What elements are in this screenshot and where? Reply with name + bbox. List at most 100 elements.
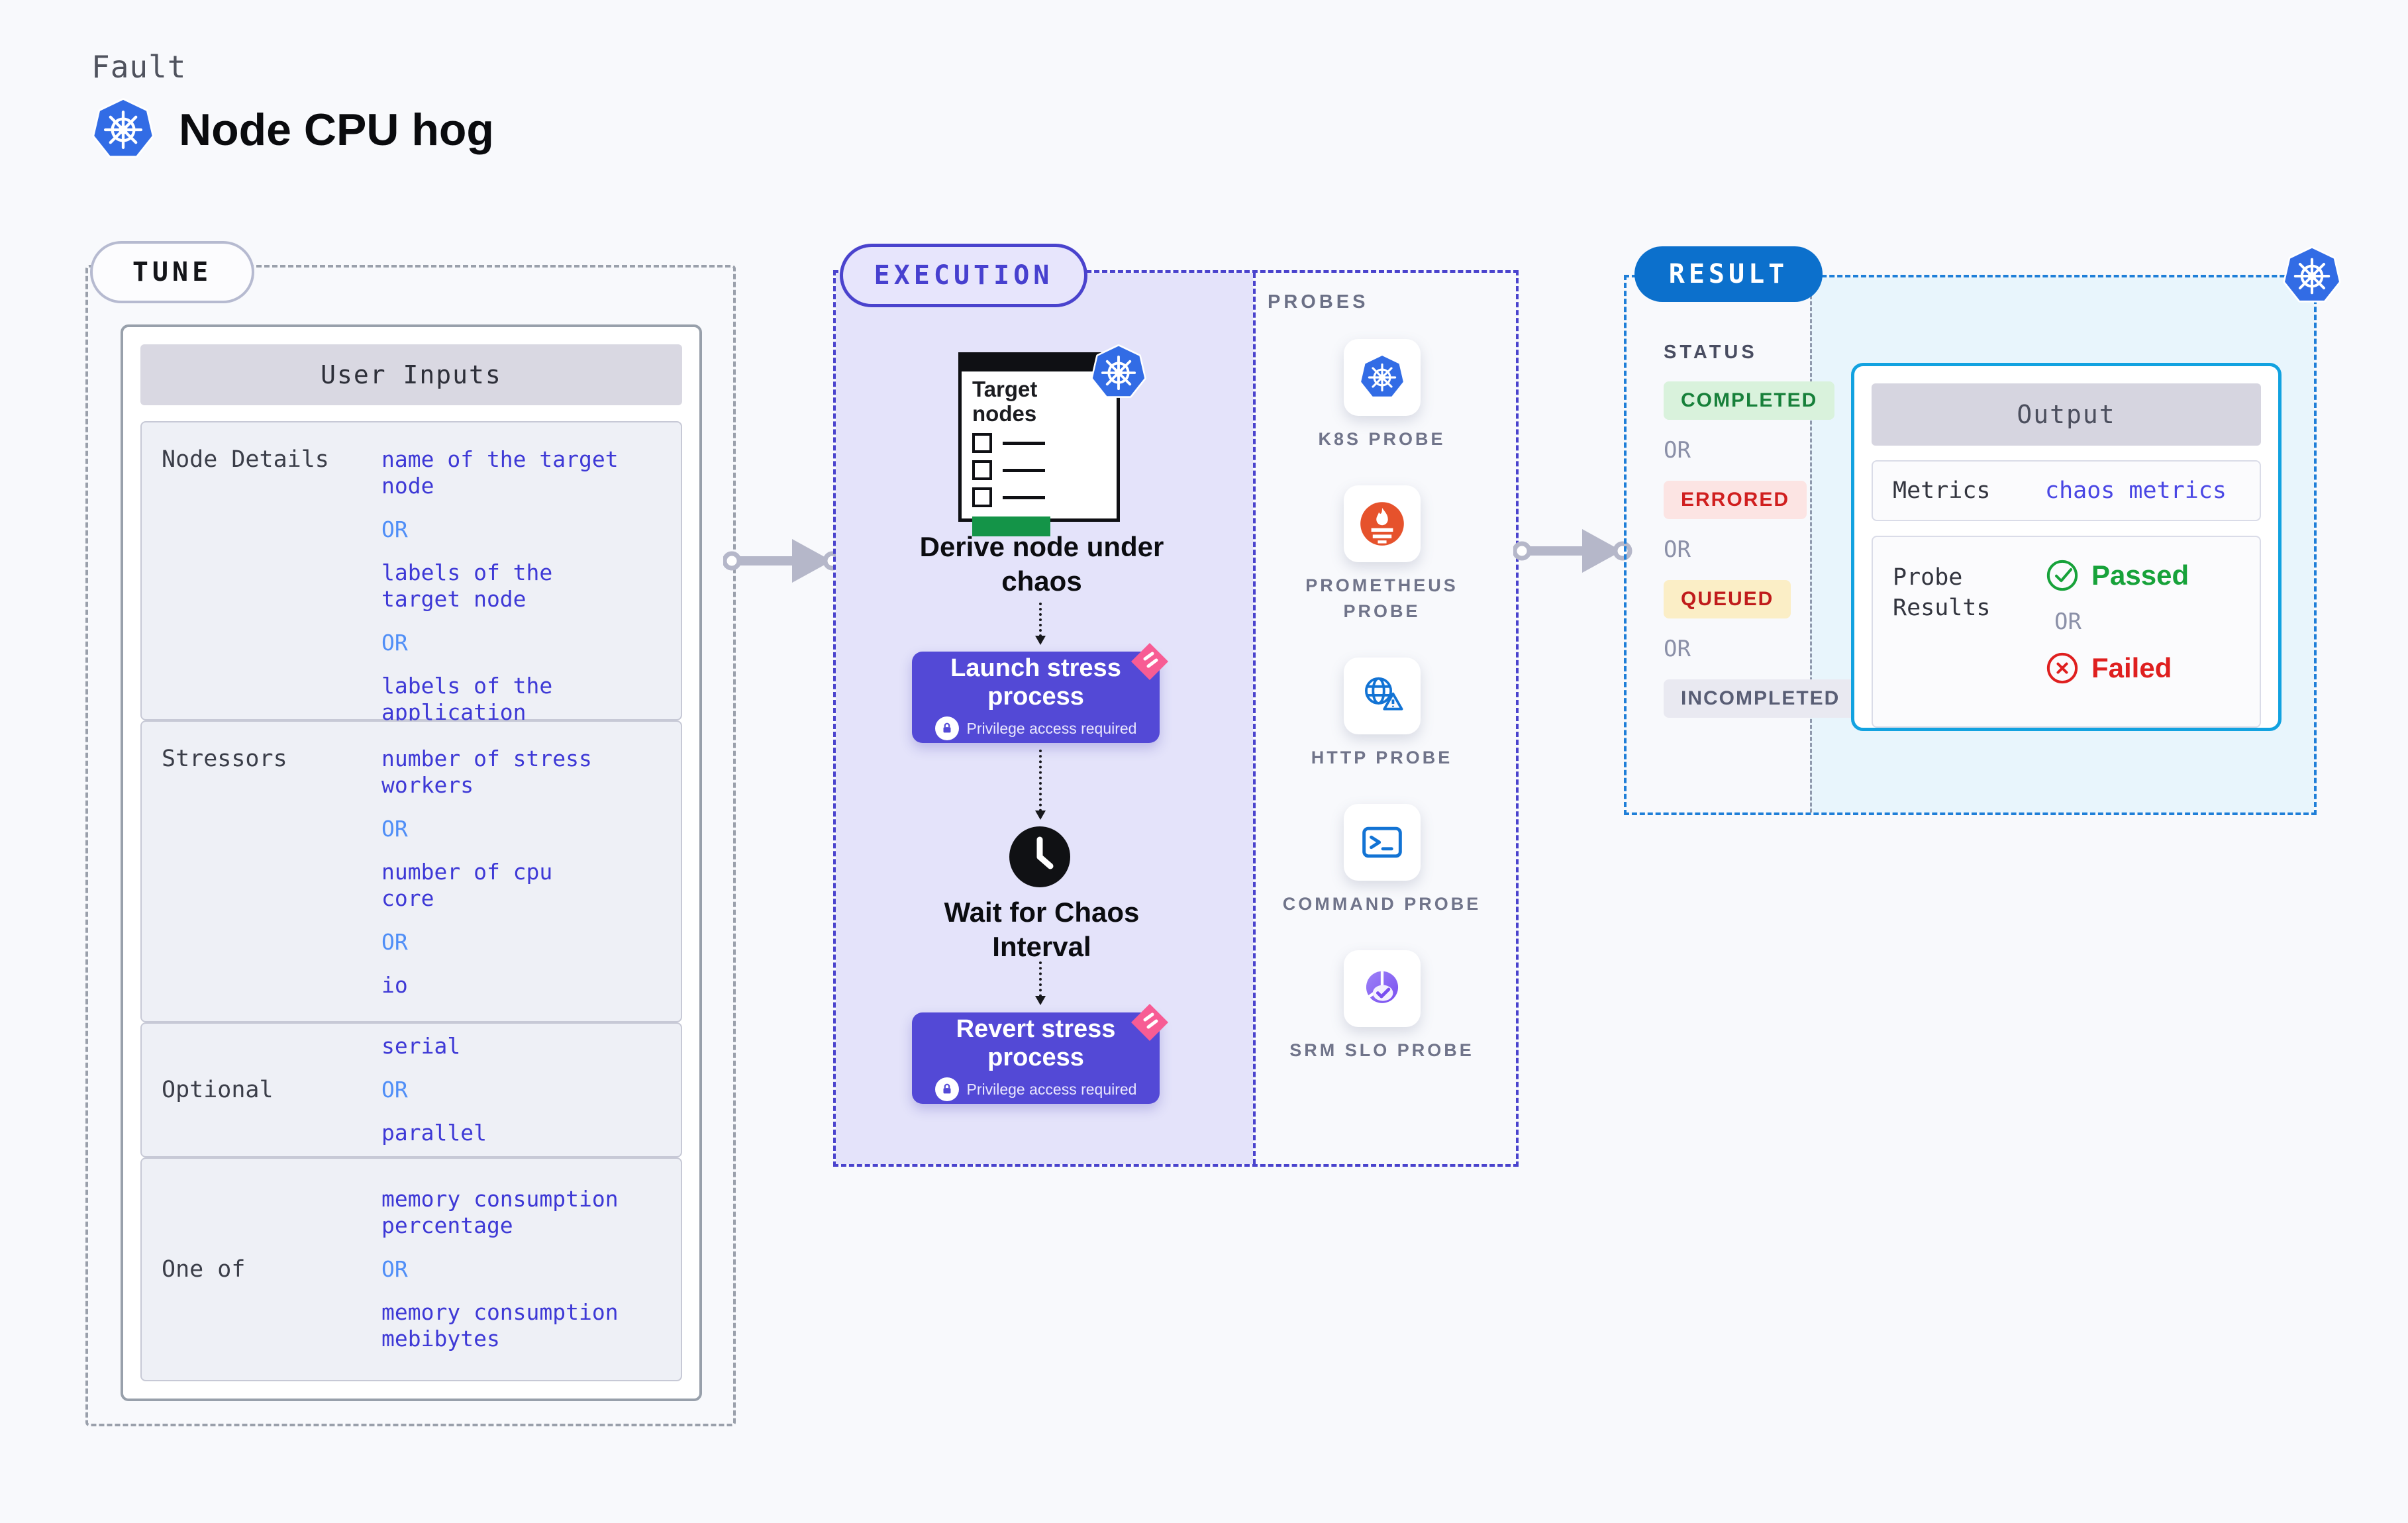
user-inputs-title: User Inputs xyxy=(140,344,682,405)
progress-bar xyxy=(972,516,1050,536)
clock-icon xyxy=(1009,826,1070,887)
row-label: Stressors xyxy=(162,746,287,772)
arrow-execution-to-result xyxy=(1513,529,1632,573)
metrics-value: chaos metrics xyxy=(2045,477,2227,504)
row-label: Node Details xyxy=(162,446,329,473)
srm-probe-icon xyxy=(1343,950,1421,1027)
or-separator: OR xyxy=(1664,437,1691,464)
status-badge-incompleted: INCOMPLETED xyxy=(1664,679,1858,718)
input-option: memory consumption mebibytes xyxy=(381,1299,619,1352)
pink-flag-icon xyxy=(1131,1004,1168,1041)
kubernetes-badge-icon xyxy=(1090,344,1147,401)
pink-flag-icon xyxy=(1131,643,1168,680)
probe-label: K8S PROBE xyxy=(1318,429,1446,449)
probes-label: PROBES xyxy=(1268,291,1369,313)
probe-result-passed: Passed xyxy=(2045,558,2189,593)
probe-result-failed: Failed xyxy=(2045,651,2189,685)
probes-list: K8S PROBE PROMETHEUS PROBE HTTP PROBE COMMA… xyxy=(1250,339,1513,1097)
output-title: Output xyxy=(1872,383,2261,446)
row-label: One of xyxy=(162,1255,246,1283)
probe-item-command: COMMAND PROBE xyxy=(1283,804,1481,917)
output-card: Output Metrics chaos metrics Probe Resul… xyxy=(1851,363,2282,731)
input-option: io xyxy=(381,972,408,998)
privilege-note-text: Privilege access required xyxy=(966,1080,1137,1098)
or-separator: OR xyxy=(381,929,408,955)
or-separator: OR xyxy=(381,1077,408,1103)
input-option: parallel xyxy=(381,1120,487,1146)
probe-item-prometheus: PROMETHEUS PROBE xyxy=(1283,485,1481,624)
lock-icon xyxy=(934,716,959,740)
probe-label: PROMETHEUS PROBE xyxy=(1305,575,1458,621)
arrow-tune-to-execution xyxy=(723,539,842,583)
probe-label: HTTP PROBE xyxy=(1311,748,1453,767)
privilege-note: Privilege access required xyxy=(934,1077,1137,1101)
input-option: number of cpu core xyxy=(381,859,553,911)
prometheus-probe-icon xyxy=(1343,485,1421,562)
input-option: number of stress workers xyxy=(381,746,592,798)
metrics-row: Metrics chaos metrics xyxy=(1872,460,2261,521)
lock-icon xyxy=(934,1077,959,1101)
derive-node-step-label: Derive node under chaos xyxy=(919,531,1164,597)
revert-stress-process-step: Revert stress process Privilege access r… xyxy=(912,1004,1168,1104)
node-checkbox-row xyxy=(972,433,1106,453)
status-badge-completed: COMPLETED xyxy=(1664,381,1835,420)
privilege-note-text: Privilege access required xyxy=(966,719,1137,737)
check-circle-icon xyxy=(2046,560,2078,591)
target-nodes-titlebar xyxy=(962,356,1117,371)
probe-item-http: HTTP PROBE xyxy=(1283,658,1481,771)
input-option: memory consumption percentage xyxy=(381,1186,619,1239)
x-circle-icon xyxy=(2046,652,2078,684)
wait-chaos-step-label: Wait for Chaos Interval xyxy=(944,897,1140,962)
tune-section xyxy=(85,265,736,1426)
launch-stress-title: Launch stress process xyxy=(950,654,1121,711)
launch-stress-process-step: Launch stress process Privilege access r… xyxy=(912,643,1168,743)
status-label: STATUS xyxy=(1664,342,1758,363)
execution-pill: EXECUTION xyxy=(840,244,1087,307)
node-checkbox-row xyxy=(972,487,1106,507)
failed-text: Failed xyxy=(2091,652,2172,683)
or-separator: OR xyxy=(381,1256,408,1283)
probe-item-k8s: K8S PROBE xyxy=(1283,339,1481,452)
input-option: name of the target node xyxy=(381,446,619,499)
passed-text: Passed xyxy=(2091,560,2189,591)
http-probe-icon xyxy=(1343,658,1421,734)
or-separator: OR xyxy=(2054,609,2082,635)
or-separator: OR xyxy=(381,516,408,542)
flow-connector xyxy=(1035,961,1046,1005)
revert-stress-title: Revert stress process xyxy=(956,1015,1116,1071)
page-title: Node CPU hog xyxy=(179,105,494,155)
row-label: Optional xyxy=(162,1076,274,1103)
user-inputs-table: User Inputs Node Details name of the targ… xyxy=(121,324,702,1401)
or-separator: OR xyxy=(1664,536,1691,563)
or-separator: OR xyxy=(381,816,408,842)
execution-probes-divider xyxy=(1253,273,1256,1164)
probe-results-row: Probe Results Passed OR Failed xyxy=(1872,536,2261,728)
input-option: serial xyxy=(381,1033,461,1059)
kubernetes-icon xyxy=(91,98,155,162)
probe-item-srm: SRM SLO PROBE xyxy=(1283,950,1481,1063)
tune-pill: TUNE xyxy=(90,241,254,303)
page-header: Node CPU hog xyxy=(91,98,494,162)
probe-label: COMMAND PROBE xyxy=(1282,894,1481,914)
status-badge-errored: ERRORED xyxy=(1664,481,1807,519)
node-checkbox-row xyxy=(972,460,1106,480)
probe-results-label: Probe Results xyxy=(1893,564,1991,621)
or-separator: OR xyxy=(1664,636,1691,662)
fault-kicker: Fault xyxy=(91,49,187,85)
metrics-label: Metrics xyxy=(1893,477,1991,504)
kubernetes-badge-icon xyxy=(2282,246,2342,306)
command-probe-icon xyxy=(1343,804,1421,881)
target-nodes-title: Target nodes xyxy=(972,377,1038,426)
probe-label: SRM SLO PROBE xyxy=(1289,1040,1474,1060)
k8s-probe-icon xyxy=(1343,339,1421,416)
